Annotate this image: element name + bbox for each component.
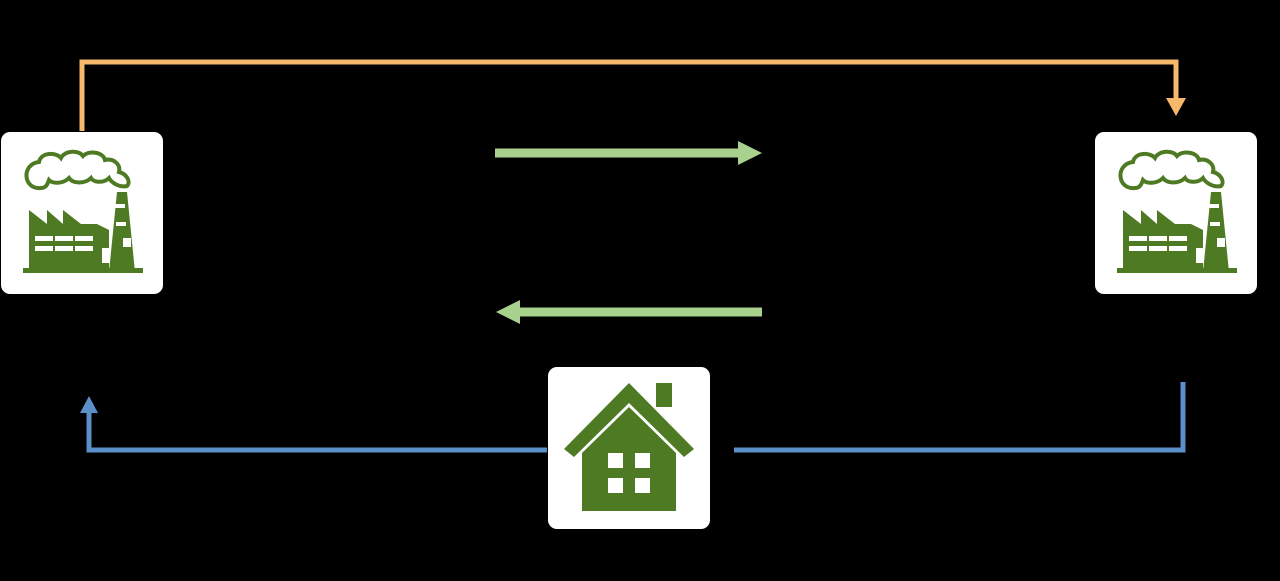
household-tile <box>548 367 710 529</box>
blue-flow-arrowhead <box>80 396 98 413</box>
orange-flow-arrowhead <box>1166 98 1186 116</box>
factory-left-tile <box>1 132 163 294</box>
factory-icon <box>23 149 143 273</box>
factory-right-tile <box>1095 132 1257 294</box>
green-flow-left-arrowhead <box>496 300 520 324</box>
blue-flow-line-left <box>86 410 547 453</box>
house-icon <box>564 383 694 511</box>
blue-flow-line-right <box>734 382 1186 453</box>
factory-icon <box>1117 149 1237 273</box>
orange-flow-line <box>79 59 1179 131</box>
green-flow-right-arrowhead <box>738 141 762 165</box>
